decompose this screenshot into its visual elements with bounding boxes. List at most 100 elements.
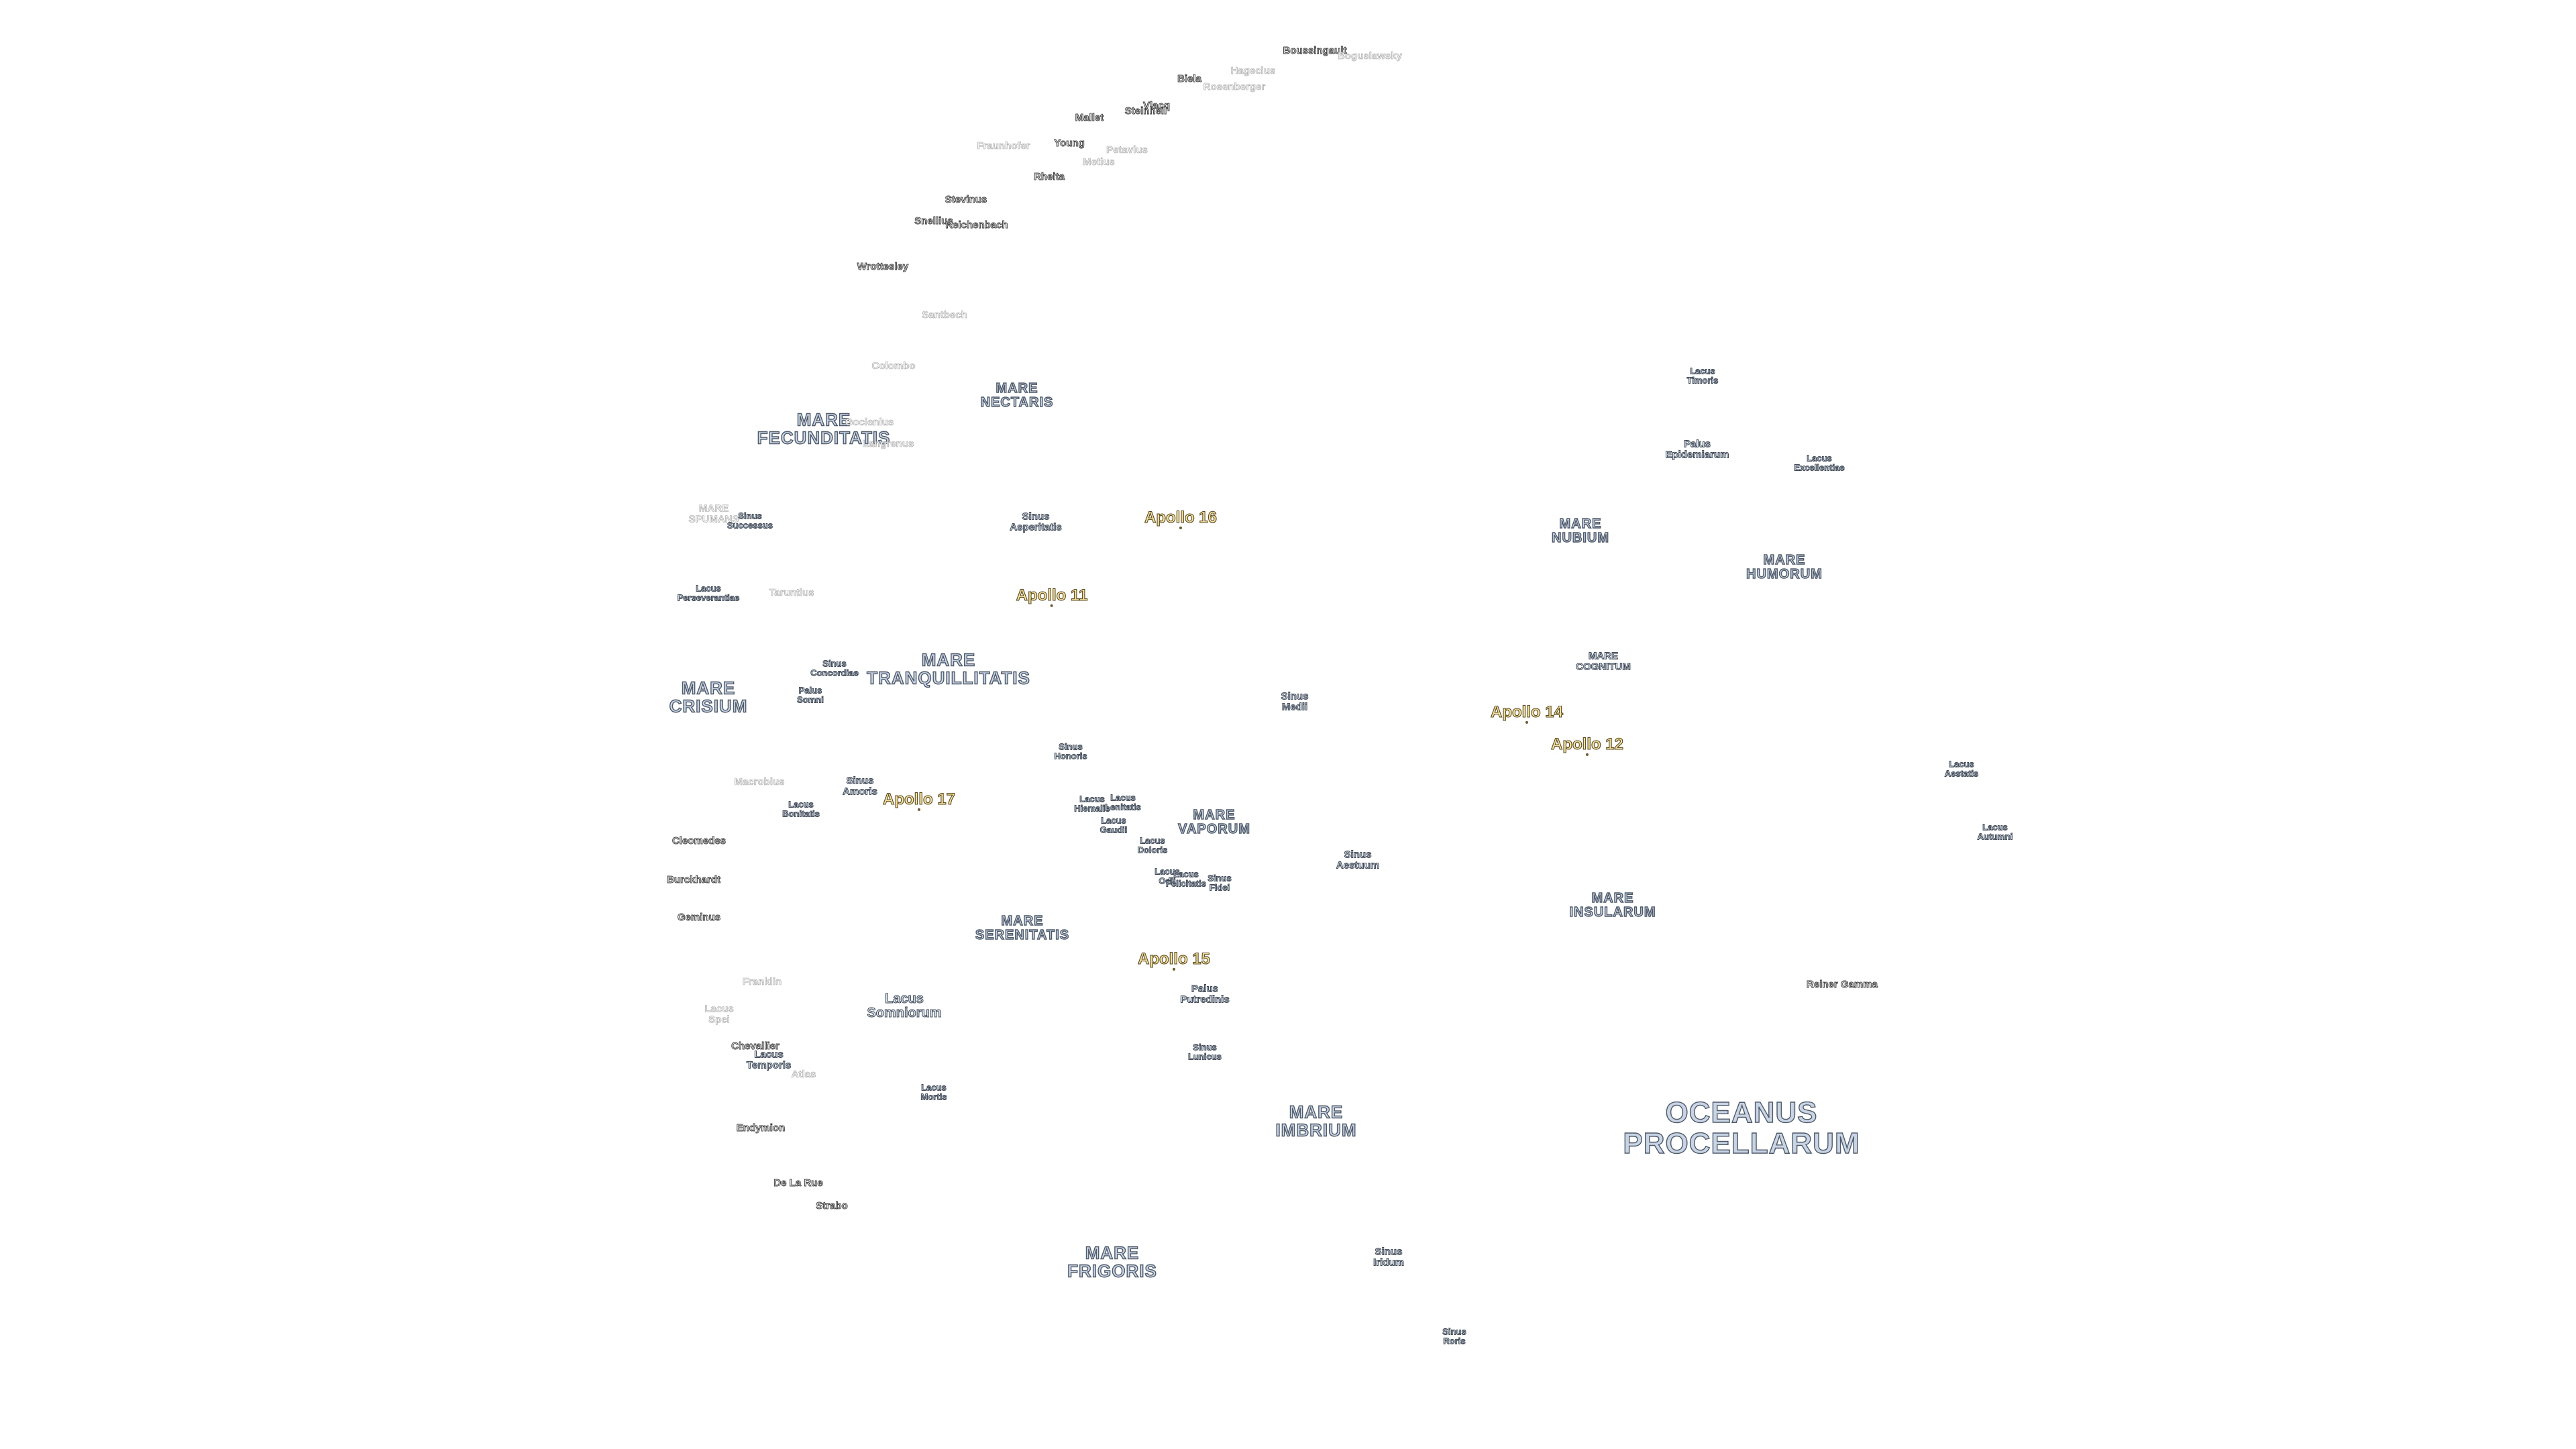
map-label-line: Palus [1683,438,1711,450]
map-label-line: Hagecius [1230,65,1276,77]
map-label-line: Lacus [788,799,814,810]
apollo-site-label: Apollo 17 [882,790,956,808]
map-label-line: HUMORUM [1746,567,1823,582]
map-label-line: Taruntius [769,587,814,599]
map-label-line: MARE [1591,891,1634,906]
map-label-burckhardt: Burckhardt [667,874,721,885]
map-label-franklin: Franklin [743,977,782,987]
map-label-line: Lenitatis [1105,802,1141,812]
map-label-line: MARE [681,678,736,698]
landing-site-marker [917,808,920,812]
map-label-line: Cleomedes [672,835,727,847]
map-label-line: Excellentiae [1794,462,1845,472]
apollo-site-label: Apollo 14 [1490,702,1564,721]
map-label-line: Atlas [791,1069,816,1081]
map-label-line: Sinus [1344,849,1372,861]
map-label-line: Sinus [822,658,847,669]
map-label-line: Wrottesley [857,261,909,273]
map-label-macrobius: Macrobius [734,777,785,788]
map-label-strabo: Strabo [816,1200,848,1212]
map-label-line: Aestuum [1336,859,1380,871]
apollo-site-label: Apollo 12 [1550,735,1624,753]
map-label-line: Lacus [1155,866,1181,877]
map-label-line: Fraunhofer [977,140,1030,152]
map-label-reichenbach: Reichenbach [945,219,1008,231]
map-label-reiner-gamma: Reiner Gamma [1807,979,1878,990]
map-label-line: Lacus [1982,822,2008,833]
map-label-line: Stevinus [945,194,987,206]
map-label-line: Geminus [677,912,721,924]
map-label-line: Franklin [742,976,782,988]
apollo-site-apollo-17: Apollo 17 [882,790,956,812]
map-label-line: Successus [727,520,773,530]
map-label-line: Iridum [1373,1256,1405,1268]
map-label-langrenus: Langrenus [862,438,914,450]
map-label-line: Epidemiarum [1665,449,1729,460]
map-label-steinheil: Steinheil [1124,105,1167,117]
map-label-line: Lacus [1101,815,1127,826]
map-label-line: Odii [1159,875,1176,885]
map-label-line: Goclenius [845,417,894,429]
map-label-line: Sinus [1281,690,1309,702]
map-label-line: FECUNDITATIS [757,428,891,448]
map-label-line: SPUMANS [688,513,739,525]
map-label-line: NUBIUM [1551,531,1609,545]
apollo-site-apollo-16: Apollo 16 [1144,508,1218,530]
map-label-de-la-rue: De La Rue [773,1177,823,1189]
map-label-line: TRANQUILLITATIS [866,668,1030,688]
map-label-biela: Biela [1177,73,1202,85]
map-label-line: Lacus [754,1049,784,1061]
map-label-line: Lacus [1079,794,1106,804]
apollo-site-apollo-15: Apollo 15 [1137,949,1211,971]
map-label-boguslawsky: Boguslawsky [1338,51,1402,62]
apollo-site-label: Apollo 15 [1137,949,1211,968]
map-label-line: Santbech [922,309,967,321]
map-label-line: Lacus [885,991,924,1006]
map-label-atlas: Atlas [791,1069,816,1081]
map-label-line: Sinus [1442,1326,1466,1337]
map-label-metius: Metius [1083,157,1115,168]
map-label-line: Lacus [1949,759,1975,769]
map-label-line: Somniorum [867,1006,942,1020]
map-label-line: MARE [1193,808,1236,822]
map-label-line: MARE [996,381,1038,396]
apollo-site-label: Apollo 16 [1144,508,1218,527]
map-label-wrottesley: Wrottesley [857,261,909,273]
map-label-line: MARE [796,409,851,430]
map-label-line: Palus [798,685,822,696]
map-label-line: VAPORUM [1177,822,1250,837]
map-label-line: Timoris [1686,375,1719,385]
map-label-line: Fidei [1209,882,1230,892]
map-label-line: Rosenberger [1203,81,1266,93]
map-label-line: Mortis [920,1091,947,1102]
map-label-line: INSULARUM [1569,905,1656,920]
map-label-boussingault: Boussingault [1283,45,1347,56]
map-label-line: Petavius [1106,144,1148,156]
map-label-line: CRISIUM [669,696,748,716]
map-label-line: MARE [1559,517,1602,531]
landing-site-marker [1525,721,1528,724]
map-label-line: Langrenus [862,438,914,450]
map-label-line: Concordiae [810,667,859,678]
map-label-petavius: Petavius [1106,145,1148,156]
map-label-line: Boguslawsky [1338,50,1402,62]
